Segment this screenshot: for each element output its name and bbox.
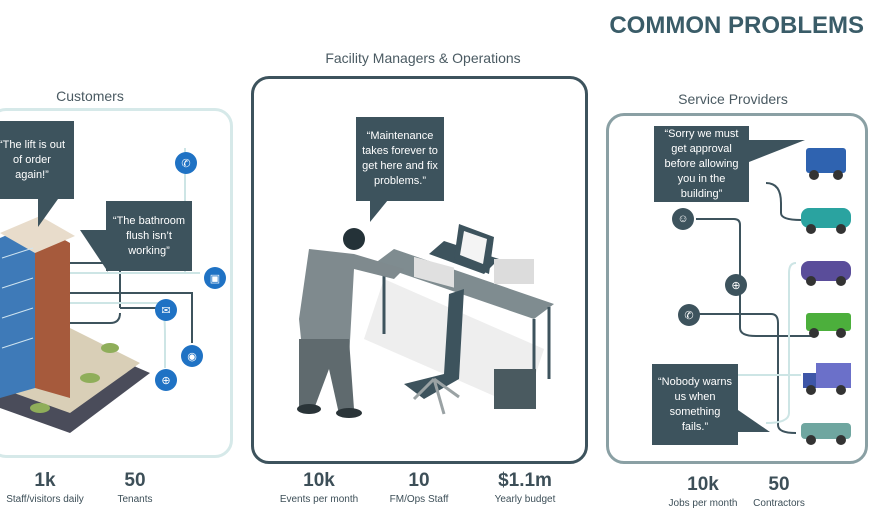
facility-panel <box>251 76 588 464</box>
customers-title: Customers <box>56 88 124 104</box>
target-icon[interactable]: ⊕ <box>725 274 747 296</box>
callout-tail <box>80 230 108 272</box>
app-icon[interactable]: ◉ <box>181 345 203 367</box>
user-icon[interactable]: ☺ <box>672 208 694 230</box>
facility-title: Facility Managers & Operations <box>325 50 521 66</box>
vehicles <box>801 148 851 445</box>
phone-icon[interactable]: ✆ <box>175 152 197 174</box>
quote-callout-lift: “The lift is out of order again!” <box>0 121 74 199</box>
page-title: COMMON PROBLEMS <box>609 12 864 39</box>
quote-callout-bathroom: “The bathroom flush isn’t working” <box>106 201 192 271</box>
provider-routes <box>696 148 851 445</box>
target-icon[interactable]: ⊕ <box>155 369 177 391</box>
quote-callout-approval: “Sorry we must get approval before allow… <box>654 126 749 202</box>
quote-callout-warning: “Nobody warns us when something fails.” <box>652 364 738 445</box>
wallet-icon[interactable]: ▣ <box>204 267 226 289</box>
callout-tail <box>738 410 770 432</box>
frustrated-manager-illustration <box>297 224 554 418</box>
providers-panel <box>606 113 868 464</box>
callout-tail <box>38 199 58 227</box>
mail-icon[interactable]: ✉ <box>155 299 177 321</box>
providers-title: Service Providers <box>678 91 788 107</box>
callout-tail <box>749 140 805 162</box>
callout-tail <box>370 200 388 222</box>
customers-panel <box>0 108 233 458</box>
phone-icon[interactable]: ✆ <box>678 304 700 326</box>
quote-callout-maintenance: “Maintenance takes forever to get here a… <box>356 117 444 201</box>
